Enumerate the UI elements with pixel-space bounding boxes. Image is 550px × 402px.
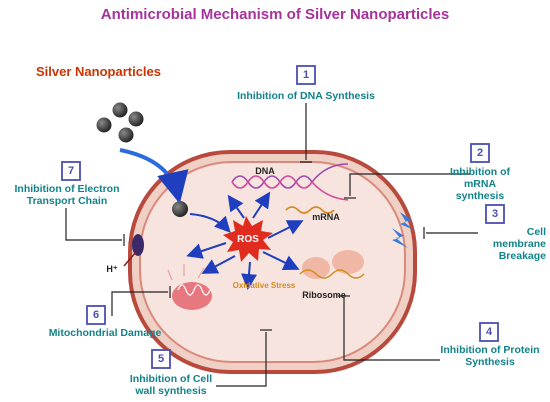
ribosome-label: Ribosome (302, 290, 346, 300)
mrna-strand (285, 206, 335, 214)
box-number-6: 6 (92, 309, 100, 321)
mitochondrion (167, 264, 212, 310)
mechanism-1-label: Inhibition of DNA Synthesis (237, 90, 375, 102)
membrane-break-bolt (392, 212, 414, 248)
ros-arrows (186, 191, 304, 290)
mechanism-2-label: Inhibition of mRNA synthesis (449, 166, 511, 203)
electron-transport-protein (132, 234, 144, 256)
box-number-5: 5 (157, 353, 165, 365)
silver-nanoparticle-cluster (96, 102, 144, 143)
box-number-1: 1 (302, 69, 310, 81)
ros-label: ROS (237, 234, 259, 245)
mechanism-5-label: Inhibition of Cell wall synthesis (129, 373, 213, 398)
bacterial-cell-cytoplasm (139, 161, 406, 363)
ribosome (299, 250, 365, 279)
mechanism-7-label: Inhibition of Electron Transport Chain (14, 183, 120, 208)
internal-nanoparticle (172, 201, 188, 217)
mechanism-3-label: Cell membrane Breakage (492, 226, 546, 263)
box-number-3: 3 (491, 208, 499, 220)
mechanism-6-label: Mitochondrial Damage (48, 327, 162, 339)
page-title: Antimicrobial Mechanism of Silver Nanopa… (100, 6, 450, 23)
mechanism-4-label: Inhibition of Protein Synthesis (440, 344, 540, 369)
np-to-ros-arrow (189, 213, 231, 233)
h-plus-arrow (123, 251, 137, 267)
mrna-label: mRNA (312, 212, 340, 222)
box-number-4: 4 (485, 326, 493, 338)
inhibition-lines (65, 103, 478, 387)
entry-arrow (119, 148, 189, 204)
dna-helix (231, 163, 349, 201)
nanoparticles-label: Silver Nanoparticles (36, 64, 161, 79)
h-plus-label: H⁺ (106, 264, 118, 274)
ros-starburst (223, 216, 273, 262)
box-number-2: 2 (476, 147, 484, 159)
oxidative-stress-label: Oxidative Stress (232, 281, 296, 290)
dna-label: DNA (255, 166, 275, 176)
number-boxes (61, 65, 505, 369)
box-number-7: 7 (67, 165, 75, 177)
